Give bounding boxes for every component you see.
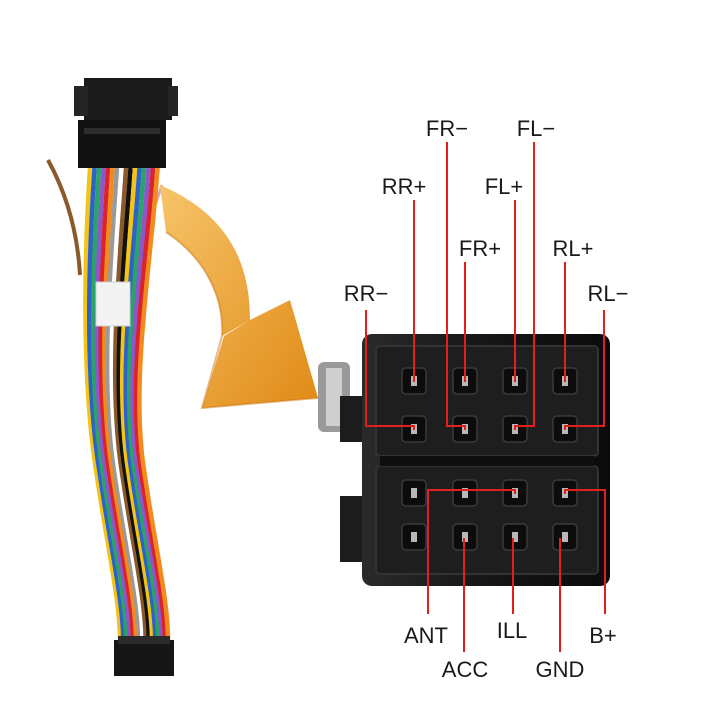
- leader-fl-minus: [514, 142, 535, 430]
- leader-fr-minus: [446, 142, 466, 430]
- leader-rl-minus: [564, 310, 605, 430]
- label-fl-minus: FL−: [517, 116, 556, 141]
- leader-lines: [365, 142, 606, 652]
- wire-bundle: [83, 167, 171, 641]
- harness-wire: [130, 167, 164, 641]
- harness-wire: [98, 167, 136, 641]
- curved-arrow-icon: [160, 185, 318, 408]
- harness-wire: [109, 167, 145, 641]
- cable-tag: [95, 281, 131, 327]
- leader-ant: [427, 489, 516, 614]
- label-ill: ILL: [497, 618, 528, 643]
- harness-wire: [90, 167, 129, 641]
- harness-wire: [94, 167, 132, 641]
- label-rr-minus: RR−: [344, 281, 389, 306]
- harness-wire: [126, 167, 161, 641]
- label-fr-minus: FR−: [426, 116, 468, 141]
- pin-socket: [502, 523, 528, 551]
- harness-wire: [83, 167, 123, 641]
- leader-b-plus: [564, 489, 606, 614]
- label-acc: ACC: [442, 657, 489, 682]
- harness-wire: [102, 167, 139, 641]
- brown-wire: [46, 159, 82, 276]
- wire-harness: [46, 78, 178, 676]
- harness-wire: [112, 167, 148, 641]
- pin-labels: FR− FL− RR+ FL+ FR+ RL+ RR− RL− ANT ILL …: [344, 116, 629, 682]
- harness-wire: [119, 167, 155, 641]
- label-fl-plus: FL+: [485, 174, 524, 199]
- label-rl-minus: RL−: [588, 281, 629, 306]
- label-rr-plus: RR+: [382, 174, 427, 199]
- label-fr-plus: FR+: [459, 236, 501, 261]
- harness-wire: [133, 167, 168, 641]
- harness-top-connector: [74, 78, 178, 168]
- pin-socket: [401, 479, 427, 507]
- label-rl-plus: RL+: [553, 236, 594, 261]
- arrow-shadow-edge: [165, 231, 319, 410]
- label-b-plus: B+: [589, 623, 617, 648]
- pin-socket: [452, 479, 478, 507]
- label-gnd: GND: [536, 657, 585, 682]
- harness-bottom-connector: [114, 636, 174, 676]
- harness-wire: [116, 167, 152, 641]
- pin-socket: [401, 523, 427, 551]
- harness-wire: [87, 167, 126, 641]
- iso-connector: [318, 334, 610, 586]
- harness-wire: [105, 167, 142, 641]
- label-ant: ANT: [404, 623, 448, 648]
- harness-wire: [123, 167, 158, 641]
- pin-socket: [552, 523, 578, 551]
- leader-rr-minus: [365, 310, 415, 430]
- harness-wire: [137, 167, 171, 641]
